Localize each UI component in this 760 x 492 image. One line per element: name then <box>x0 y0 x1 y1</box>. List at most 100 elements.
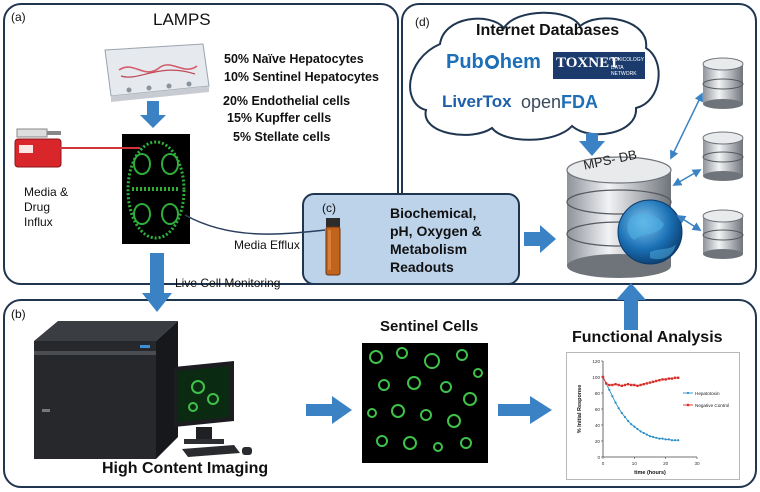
syringe-pump-icon <box>14 128 62 168</box>
data-point <box>664 378 667 381</box>
x-tick-label: 30 <box>694 461 700 466</box>
data-point <box>642 383 645 386</box>
data-point <box>630 423 633 426</box>
data-point <box>614 401 617 404</box>
composition-item: 20% Endothelial cells <box>223 94 351 108</box>
data-point <box>673 376 677 379</box>
panel-a-label: (a) <box>11 10 26 24</box>
media-influx-label: Media & Drug Influx <box>24 185 69 229</box>
data-point <box>667 438 670 441</box>
data-point <box>667 377 670 380</box>
data-point <box>661 378 664 381</box>
lamps-cell-image <box>122 134 190 244</box>
data-point <box>633 425 636 428</box>
panel-d-label: (d) <box>415 15 430 29</box>
data-point <box>608 383 611 387</box>
small-db-icon <box>702 57 744 109</box>
legend-marker <box>686 391 690 395</box>
data-point <box>639 430 642 433</box>
data-point <box>620 411 623 415</box>
legend-label: Negative Control <box>695 403 729 408</box>
data-point <box>651 380 655 383</box>
db-logo-openfda: openFDA <box>521 92 599 112</box>
panel-b-label: (b) <box>11 307 26 321</box>
data-point <box>658 379 661 382</box>
imaging-system-icon <box>34 321 252 459</box>
data-point <box>648 435 652 438</box>
data-point <box>636 384 639 387</box>
functional-analysis-label: Functional Analysis <box>572 329 723 346</box>
data-point <box>677 376 680 379</box>
panel-c-label: (c) <box>322 201 336 215</box>
sentinel-cells-image <box>362 343 488 463</box>
db-logo-toxnet: TOXNET TOXICOLOGY DATA NETWORK <box>553 52 645 79</box>
legend-marker <box>686 403 690 407</box>
y-tick-label: 100 <box>592 375 600 380</box>
vial-icon <box>325 218 341 276</box>
y-tick-label: 20 <box>595 439 601 444</box>
data-point <box>623 415 627 419</box>
legend-label: Hepatotoxin <box>695 391 720 396</box>
x-tick-label: 10 <box>632 461 638 466</box>
y-axis-label: % Initial Response <box>577 385 583 434</box>
data-point <box>673 439 677 442</box>
data-point <box>648 381 652 384</box>
y-tick-label: 40 <box>595 423 601 428</box>
data-point <box>614 383 617 386</box>
x-tick-label: 20 <box>663 461 669 466</box>
data-point <box>611 383 614 387</box>
data-point <box>620 384 623 387</box>
data-point <box>655 436 658 439</box>
y-tick-label: 80 <box>595 391 601 396</box>
data-point <box>664 438 667 441</box>
data-point <box>677 439 680 442</box>
data-point <box>617 383 620 387</box>
data-point <box>604 382 608 385</box>
sentinel-cells-label: Sentinel Cells <box>380 318 479 335</box>
small-db-icon <box>702 131 744 181</box>
data-point <box>611 395 614 398</box>
data-point <box>623 383 627 387</box>
data-point <box>670 439 674 442</box>
response-chart-svg: 0 20 40 60 80 100 120 0 10 20 30 time (hours) % Init… <box>577 359 729 476</box>
y-tick-label: 60 <box>595 407 601 412</box>
y-tick-label: 0 <box>597 455 600 460</box>
data-point <box>608 388 611 391</box>
data-point <box>639 383 642 387</box>
readouts-text: Biochemical, pH, Oxygen & Metabolism Rea… <box>390 205 482 275</box>
live-cell-monitoring-label: Live Cell Monitoring <box>175 276 281 290</box>
data-point <box>645 433 648 436</box>
data-point <box>645 382 649 385</box>
data-point <box>636 427 639 431</box>
data-point <box>652 435 655 439</box>
db-logo-livertox: LiverTox <box>442 92 512 111</box>
composition-item: 50% Naïve Hepatocytes <box>224 52 364 66</box>
data-point <box>670 377 674 380</box>
small-db-icon <box>702 209 744 259</box>
lamps-title: LAMPS <box>153 10 211 29</box>
high-content-imaging-label: High Content Imaging <box>102 460 269 477</box>
data-point <box>626 383 630 386</box>
media-efflux-label: Media Efflux <box>234 238 300 252</box>
x-tick-label: 0 <box>602 461 605 466</box>
data-point <box>601 375 605 379</box>
y-tick-label: 120 <box>592 359 600 364</box>
lamps-chip <box>104 43 210 102</box>
internet-databases-title: Internet Databases <box>476 22 620 39</box>
data-point <box>661 437 664 440</box>
data-point <box>642 431 645 435</box>
data-point <box>630 383 633 387</box>
composition-item: 10% Sentinel Hepatocytes <box>224 70 379 84</box>
response-chart: 0 20 40 60 80 100 120 0 10 20 30 time (hours) % Init… <box>566 352 740 480</box>
composition-item: 5% Stellate cells <box>233 130 331 144</box>
data-point <box>617 407 620 410</box>
internet-databases-cloud <box>409 11 660 141</box>
panel-a: (a) LAMPS 50% Naïve Hepatocytes 10% Sent… <box>3 3 399 290</box>
data-point <box>658 437 661 440</box>
x-axis-label: time (hours) <box>634 470 666 476</box>
data-point <box>633 383 636 387</box>
data-point <box>626 419 630 423</box>
data-point <box>655 379 658 383</box>
